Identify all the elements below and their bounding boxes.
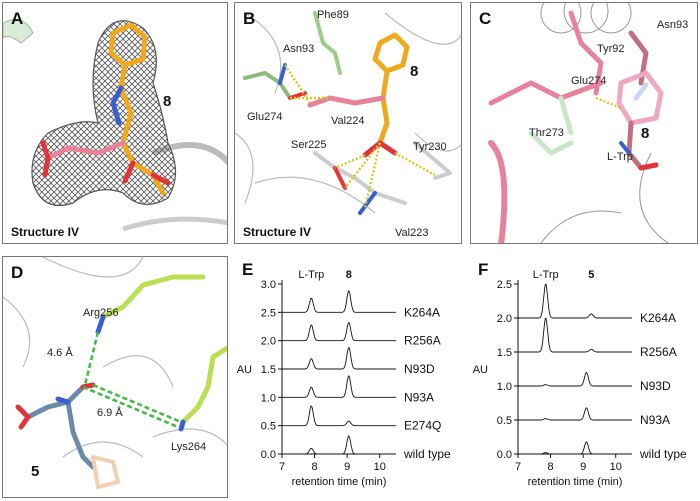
y-tick-label: 0.0 bbox=[261, 449, 276, 461]
y-tick-label: 2.0 bbox=[497, 313, 512, 325]
panel-a-structure bbox=[3, 19, 227, 232]
y-axis-label: AU bbox=[237, 364, 252, 376]
y-tick-label: 0.0 bbox=[497, 449, 512, 461]
panel-d: D 5 Arg256 Lys264 4.6 Å 6.9 Å bbox=[2, 256, 228, 498]
y-tick-label: 3.0 bbox=[261, 279, 276, 291]
trace-line bbox=[518, 371, 632, 387]
residue-label-thr273: Thr273 bbox=[529, 127, 564, 139]
x-tick-label: 10 bbox=[610, 461, 622, 473]
y-tick-label: 1.5 bbox=[261, 364, 276, 376]
residue-label-glu274: Glu274 bbox=[571, 75, 607, 87]
y-tick-label: 1.0 bbox=[261, 392, 276, 404]
x-tick-label: 10 bbox=[374, 461, 386, 473]
structure-caption: Structure IV bbox=[11, 225, 80, 239]
chart-f: 0.0 0.5 1.0 1.5 2.0 2.5 7 8 9 10 retention time (m… bbox=[473, 269, 687, 488]
compound-number: 8 bbox=[641, 125, 650, 142]
distance-label: 4.6 Å bbox=[47, 347, 73, 359]
trace-line bbox=[518, 317, 632, 353]
peak-label: 5 bbox=[588, 269, 594, 281]
residue-label-asn93: Asn93 bbox=[283, 43, 315, 55]
trace-label: N93D bbox=[404, 362, 435, 376]
panel-e: E 0.0 0.5 1.0 1.5 2.0 2.5 3.0 7 8 9 10 retention ti… bbox=[234, 254, 462, 500]
trace-line bbox=[518, 407, 632, 421]
x-axis-label: retention time (min) bbox=[528, 476, 623, 488]
panel-c-label: C bbox=[479, 9, 492, 28]
trace-label: N93D bbox=[640, 379, 671, 393]
panel-a: A 8 Structure IV bbox=[2, 2, 228, 244]
x-tick-label: 7 bbox=[515, 461, 521, 473]
panel-b: B 8 Phe89 Asn93 Glu274 Val224 Ser225 Tyr… bbox=[234, 2, 462, 244]
trace-line bbox=[282, 322, 396, 342]
residue-label-tyr230: Tyr230 bbox=[413, 141, 447, 153]
y-tick-label: 2.5 bbox=[261, 307, 276, 319]
x-tick-label: 7 bbox=[279, 461, 285, 473]
trace-label: wild type bbox=[403, 447, 451, 461]
residue-label-lys264: Lys264 bbox=[171, 441, 207, 453]
compound-number: 8 bbox=[410, 63, 419, 80]
residue-label-asn93: Asn93 bbox=[657, 19, 689, 31]
trace-line bbox=[518, 441, 632, 455]
y-tick-label: 1.0 bbox=[497, 381, 512, 393]
residue-label-val224: Val224 bbox=[331, 115, 365, 127]
trace-label: N93A bbox=[404, 390, 434, 404]
peak-label: L-Trp bbox=[533, 269, 559, 281]
x-axis-label: retention time (min) bbox=[292, 476, 387, 488]
trace-label: K264A bbox=[640, 311, 676, 325]
panel-a-label: A bbox=[11, 9, 24, 28]
trace-label: R256A bbox=[640, 345, 677, 359]
trace-line bbox=[282, 347, 396, 370]
residue-label-phe89: Phe89 bbox=[317, 9, 349, 21]
y-tick-label: 0.5 bbox=[261, 421, 276, 433]
trace-line bbox=[518, 283, 632, 319]
trace-label: E274Q bbox=[404, 419, 441, 433]
x-tick-label: 9 bbox=[344, 461, 350, 473]
y-tick-label: 2.0 bbox=[261, 336, 276, 348]
compound-number: 8 bbox=[163, 93, 172, 110]
x-tick-label: 8 bbox=[312, 461, 318, 473]
panel-e-label: E bbox=[242, 260, 254, 279]
compound-number: 5 bbox=[31, 463, 40, 480]
residue-label-tyr92: Tyr92 bbox=[597, 43, 625, 55]
panel-d-label: D bbox=[11, 263, 24, 282]
trace-line bbox=[282, 435, 396, 455]
y-tick-label: 1.5 bbox=[497, 347, 512, 359]
trace-label: R256A bbox=[404, 334, 441, 348]
panel-f: F 0.0 0.5 1.0 1.5 2.0 2.5 7 8 9 10 retention time … bbox=[470, 254, 698, 500]
panel-f-label: F bbox=[478, 260, 489, 279]
residue-label-ser225: Ser225 bbox=[291, 139, 327, 151]
trace-line bbox=[282, 405, 396, 427]
chart-e: 0.0 0.5 1.0 1.5 2.0 2.5 3.0 7 8 9 10 retention time… bbox=[237, 269, 451, 488]
y-axis-label: AU bbox=[473, 364, 488, 376]
trace-label: K264A bbox=[404, 305, 440, 319]
peak-label: L-Trp bbox=[298, 269, 324, 281]
panel-c: C 8 Tyr92 Asn93 Glu274 Thr273 L-Trp bbox=[470, 2, 698, 244]
structure-caption: Structure IV bbox=[243, 225, 312, 239]
y-tick-label: 0.5 bbox=[497, 415, 512, 427]
trace-line bbox=[282, 375, 396, 398]
trace-label: wild type bbox=[639, 447, 687, 461]
trace-label: N93A bbox=[640, 413, 670, 427]
residue-label-arg256: Arg256 bbox=[83, 307, 119, 319]
residue-label-l-trp: L-Trp bbox=[607, 151, 633, 163]
panel-c-structure bbox=[488, 3, 670, 243]
panel-b-structure bbox=[235, 11, 461, 215]
trace-line bbox=[282, 290, 396, 313]
y-tick-label: 2.5 bbox=[497, 279, 512, 291]
peak-label: 8 bbox=[346, 269, 352, 281]
x-tick-label: 8 bbox=[548, 461, 554, 473]
panel-d-structure bbox=[3, 257, 227, 489]
distance-label: 6.9 Å bbox=[97, 407, 123, 419]
residue-label-val223: Val223 bbox=[395, 227, 429, 239]
panel-b-label: B bbox=[243, 9, 256, 28]
x-tick-label: 9 bbox=[580, 461, 586, 473]
residue-label-glu274: Glu274 bbox=[247, 111, 283, 123]
